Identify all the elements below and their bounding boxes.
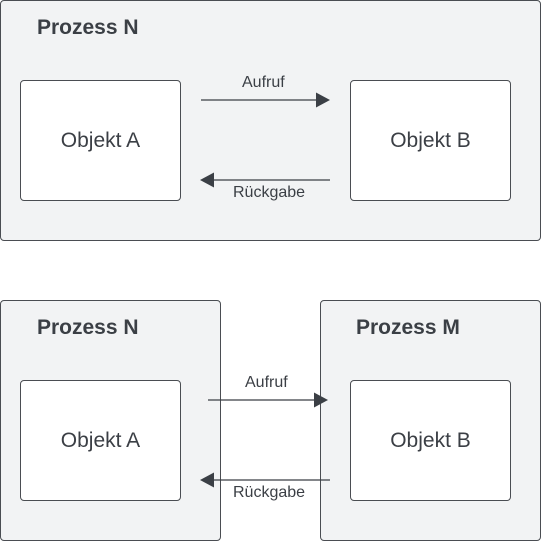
- return-arrow-top: [200, 172, 330, 188]
- process-n-title-bottom: Prozess N: [37, 316, 139, 339]
- object-a-box-top: Objekt A: [20, 80, 181, 201]
- object-a-label-bottom: Objekt A: [60, 428, 141, 452]
- process-n-title-top: Prozess N: [37, 16, 139, 39]
- process-m-title-bottom: Prozess M: [356, 316, 460, 339]
- return-arrow-bottom: [200, 472, 330, 488]
- call-label-top: Aufruf: [242, 74, 285, 91]
- call-arrow-top: [201, 92, 330, 108]
- return-label-top: Rückgabe: [233, 184, 306, 201]
- object-a-label-top: Objekt A: [60, 128, 141, 152]
- object-b-label-bottom: Objekt B: [390, 428, 471, 452]
- call-arrow-bottom: [208, 392, 328, 408]
- object-a-box-bottom: Objekt A: [20, 380, 181, 501]
- object-b-box-top: Objekt B: [350, 80, 511, 201]
- object-b-label-top: Objekt B: [390, 128, 471, 152]
- return-label-bottom: Rückgabe: [233, 484, 306, 501]
- call-label-bottom: Aufruf: [245, 374, 288, 391]
- object-b-box-bottom: Objekt B: [350, 380, 511, 501]
